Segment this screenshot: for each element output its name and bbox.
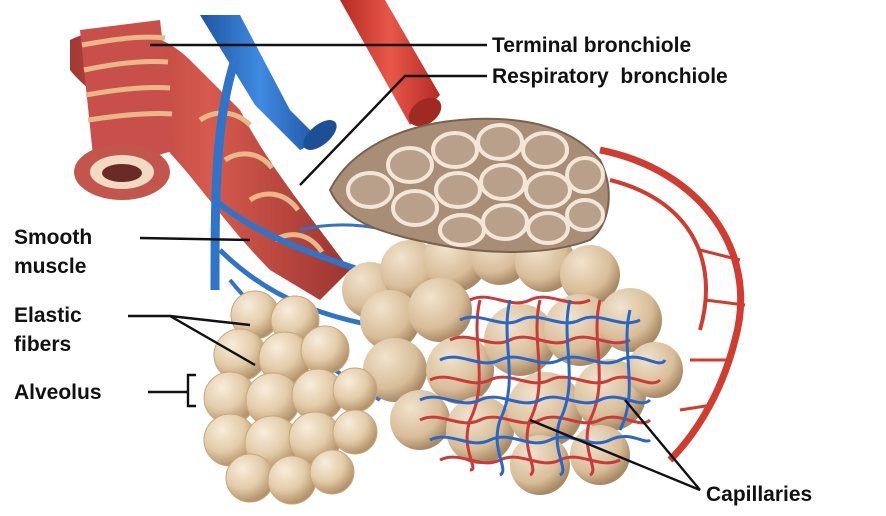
terminal-bronchiole-tube [70, 20, 350, 300]
label-smooth: Smooth [14, 226, 92, 250]
label-muscle: muscle [14, 255, 86, 279]
cut-alveoli [330, 119, 609, 252]
alveolus-bracket [188, 375, 196, 406]
label-alveolus: Alveolus [14, 381, 102, 405]
label-fibers: fibers [14, 333, 71, 357]
label-respiratory-bronchiole: Respiratory bronchiole [492, 65, 728, 89]
leader-smooth-muscle [140, 238, 250, 240]
label-capillaries: Capillaries [706, 483, 812, 507]
label-elastic: Elastic [14, 304, 82, 328]
leader-capillaries-2 [625, 400, 700, 490]
label-terminal-bronchiole: Terminal bronchiole [492, 34, 691, 58]
alveolar-sac [342, 225, 683, 495]
